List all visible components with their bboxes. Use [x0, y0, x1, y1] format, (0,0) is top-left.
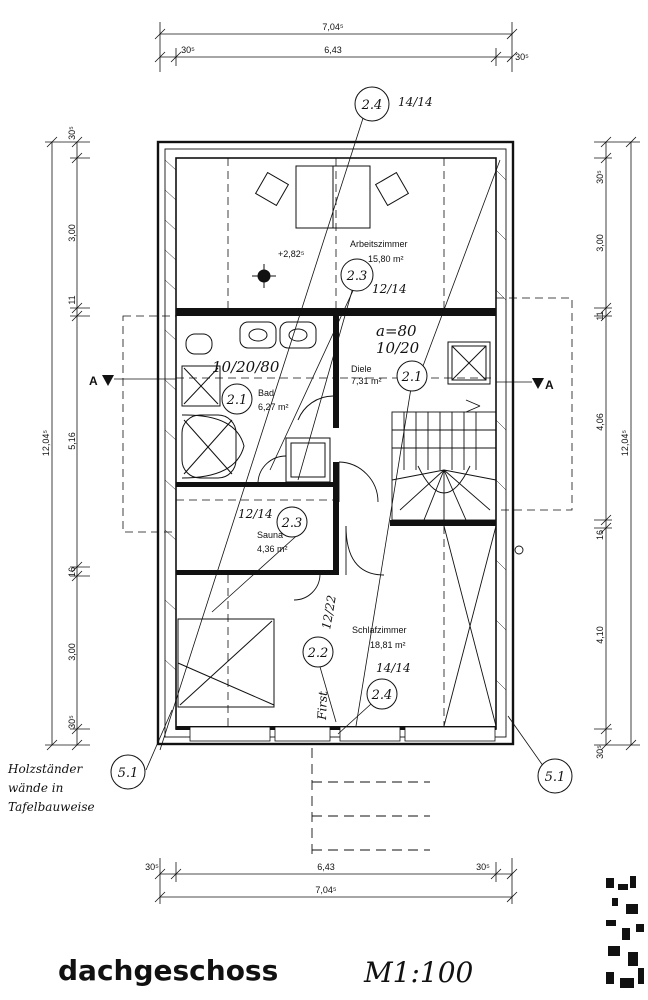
room-arbeitszimmer-area: 15,80 m²	[368, 254, 404, 264]
dim-right-bottom: 30⁵	[595, 745, 605, 759]
room-sauna-area: 4,36 m²	[257, 544, 288, 554]
column-symbol	[252, 264, 276, 288]
annotation-12-22: 12/22	[319, 594, 339, 630]
lower-dashes	[311, 748, 430, 856]
room-schlafzimmer-area: 18,81 m²	[370, 640, 406, 650]
tag-circles	[110, 86, 573, 794]
dim-left-total: 12,04⁵	[41, 430, 51, 457]
room-arbeitszimmer-name: Arbeitszimmer	[350, 239, 408, 249]
note-line-3: Tafelbauweise	[8, 800, 95, 814]
desk	[254, 165, 410, 229]
bed	[177, 618, 275, 708]
dim-top-mid: 6,43	[324, 45, 342, 55]
tag-2-2: 2.2	[307, 646, 329, 661]
leader-lines	[145, 111, 547, 771]
closet	[443, 525, 497, 727]
left-dimension	[45, 136, 90, 751]
top-dimension	[154, 22, 518, 72]
dim-top-left: 30⁵	[181, 45, 195, 55]
room-diele-area: 7,31 m²	[351, 376, 382, 386]
interior-walls	[176, 308, 496, 730]
tag-2-1-bad: 2.1	[226, 393, 248, 408]
room-diele-name: Diele	[351, 364, 372, 374]
tag-5-1-right: 5.1	[545, 770, 566, 785]
right-dimension	[594, 136, 640, 751]
plan-scale: M1:100	[363, 956, 473, 989]
annotation-first: First	[315, 691, 330, 722]
dim-right-d: 16	[595, 530, 605, 540]
dim-left-bottom: 30⁵	[67, 715, 77, 729]
dim-bottom-left: 30⁵	[145, 862, 159, 872]
level-marker: +2,82⁵	[278, 249, 305, 259]
dim-left-e: 3,00	[67, 643, 77, 661]
note-line-2: wände in	[8, 781, 63, 795]
dim-right-top: 30⁵	[595, 170, 605, 184]
dim-top-total: 7,04⁵	[322, 22, 344, 32]
staircase	[391, 399, 497, 521]
dim-bottom-total: 7,04⁵	[315, 885, 337, 895]
section-label-right: A	[545, 378, 554, 392]
bath-fixtures	[181, 321, 334, 483]
plan-title: dachgeschoss	[58, 954, 278, 987]
section-marker-right	[496, 378, 544, 389]
annotation-14-14-top: 14/14	[398, 95, 433, 109]
section-marker-left	[102, 375, 176, 386]
bottom-dimension	[154, 858, 518, 904]
doors	[257, 455, 524, 601]
dim-bottom-right: 30⁵	[476, 862, 490, 872]
dim-left-b: 11	[67, 295, 77, 304]
note-line-1: Holzständer	[7, 762, 83, 776]
dim-top-right: 30⁵	[515, 52, 529, 62]
dim-left-a: 3,00	[67, 224, 77, 242]
skylight	[447, 341, 491, 385]
dim-right-a: 3,00	[595, 234, 605, 252]
tag-2-1-diele: 2.1	[401, 370, 423, 385]
dim-bottom-mid: 6,43	[317, 862, 335, 872]
annotation-14-14-bottom: 14/14	[376, 661, 411, 675]
annotation-10-20: 10/20	[376, 339, 420, 357]
annotation-12-14-sauna: 12/14	[238, 507, 273, 521]
room-bad-area: 6,27 m²	[258, 402, 289, 412]
dim-left-top: 30⁵	[67, 126, 77, 140]
dim-right-e: 4,10	[595, 626, 605, 644]
tag-2-4-bottom: 2.4	[371, 688, 393, 703]
scan-noise	[606, 876, 644, 988]
room-sauna-name: Sauna	[257, 530, 283, 540]
dim-right-total: 12,04⁵	[620, 430, 630, 457]
annotation-a-80: a=80	[376, 322, 417, 340]
dim-right-b: 11	[595, 311, 605, 320]
wall-hatch	[164, 159, 507, 691]
room-schlafzimmer-name: Schlafzimmer	[352, 625, 407, 635]
tag-5-1-left: 5.1	[118, 766, 139, 781]
room-bad-name: Bad	[258, 388, 274, 398]
tag-2-3-sauna: 2.3	[281, 516, 303, 531]
annotation-12-14-upper: 12/14	[372, 282, 407, 296]
roof-lines	[122, 158, 573, 726]
dim-left-d: 16	[67, 567, 77, 577]
dim-left-c: 5,16	[67, 432, 77, 450]
tag-2-4-top: 2.4	[361, 98, 383, 113]
windows	[189, 726, 496, 742]
section-label-left: A	[89, 374, 98, 388]
dim-right-c: 4,06	[595, 413, 605, 431]
tag-2-3-upper: 2.3	[346, 269, 368, 284]
annotation-10-20-80: 10/20/80	[212, 358, 280, 376]
